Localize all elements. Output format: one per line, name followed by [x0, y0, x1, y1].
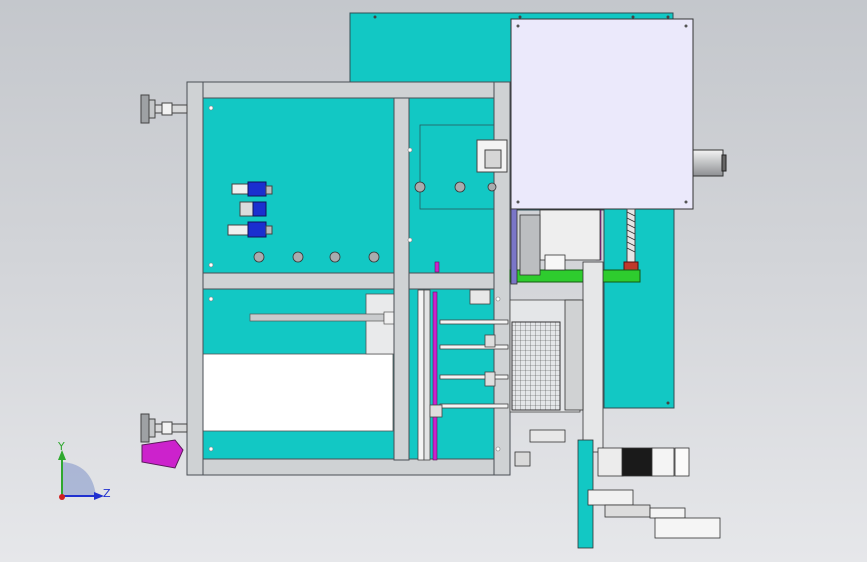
- pneumatic-valve-cluster: [227, 181, 273, 238]
- lower-actuator: [514, 429, 721, 549]
- side-mounting-plate: [603, 207, 675, 409]
- leveling-foot-bottom: [140, 413, 188, 469]
- coordinate-triad: [58, 450, 104, 500]
- top-cover-plate: [510, 18, 694, 210]
- leveling-foot-top: [140, 94, 188, 124]
- white-cover-sheet: [202, 293, 395, 432]
- bracket-box: [476, 139, 508, 173]
- vertical-column: [510, 208, 604, 453]
- green-carriage: [509, 269, 641, 283]
- cooling-grid: [511, 321, 561, 411]
- panel-ports: [253, 181, 497, 263]
- frame-bolts: [208, 105, 501, 452]
- servo-motor-top: [692, 149, 727, 177]
- triad-y-label: Y: [58, 440, 65, 453]
- triad-z-label: Z: [103, 487, 111, 500]
